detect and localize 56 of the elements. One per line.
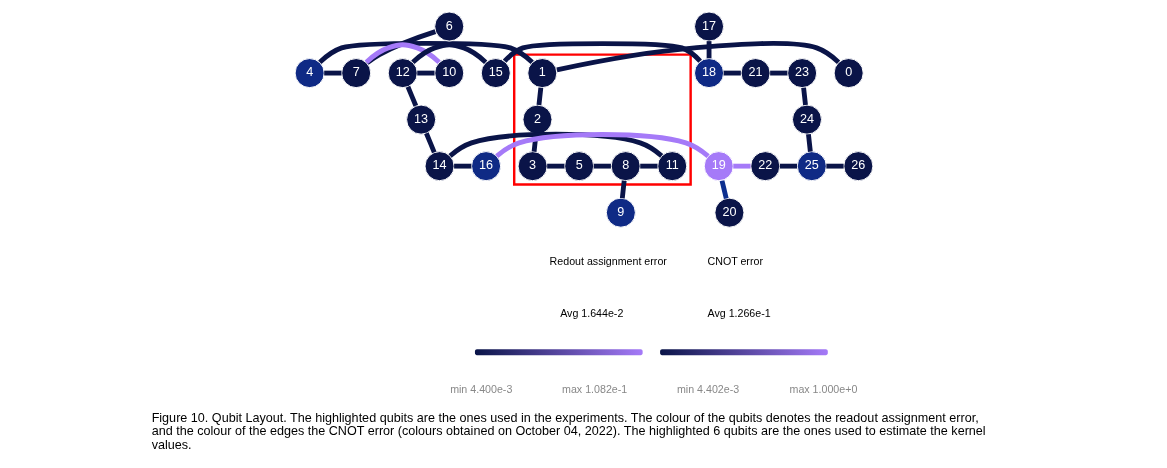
- node-circle: 11: [656, 151, 687, 182]
- node-circle: 8: [610, 151, 641, 182]
- node-circle: 7: [340, 58, 371, 89]
- connector: [423, 132, 436, 154]
- node-circle: 20: [713, 197, 744, 228]
- cluster: [512, 53, 692, 186]
- connector: [593, 163, 611, 169]
- node-circle: 0: [833, 58, 864, 89]
- caption: Figure 10. Qubit Layout. The highlighted qubits are the ones used in the experiments. The colour of the qubits denotes the readout assignment error, and the colour of the edges the CNOT error (colours obtained on October 04, 2022). The highlighted 6 qubits are the ones used to estimate the kernel values.: [151, 410, 986, 452]
- node-circle: 24: [791, 104, 822, 135]
- connector: [825, 163, 844, 169]
- node-circle: 15: [480, 58, 511, 89]
- node-circle: 13: [405, 104, 436, 135]
- connector: [364, 42, 441, 64]
- connector: [453, 163, 471, 169]
- label: CNOT error: [707, 254, 763, 267]
- connector: [405, 85, 418, 107]
- node-circle: 18: [693, 58, 724, 89]
- node-circle: 4: [294, 58, 325, 89]
- node-circle: 19: [703, 151, 734, 182]
- connector: [365, 29, 436, 65]
- connector: [546, 163, 564, 169]
- node-circle: 5: [563, 151, 594, 182]
- label: min 4.400e-3: [449, 382, 512, 395]
- label: max 1.000e+0: [789, 382, 857, 395]
- node-circle: 16: [470, 151, 501, 182]
- connector: [502, 41, 702, 63]
- node-circle: 12: [387, 58, 418, 89]
- label: Redout assignment error: [549, 254, 667, 267]
- label: min 4.402e-3: [676, 382, 739, 395]
- node-circle: 14: [424, 151, 455, 182]
- label: Avg 1.266e-1: [707, 307, 771, 320]
- label: max 1.082e-1: [561, 382, 627, 395]
- connector: [805, 133, 813, 152]
- node-circle: 3: [517, 151, 548, 182]
- connector: [719, 180, 729, 200]
- node-circle: 23: [786, 58, 817, 89]
- connector: [317, 40, 534, 64]
- label: Avg 1.644e-2: [559, 307, 623, 320]
- connector: [800, 87, 808, 106]
- node-circle: 10: [433, 58, 464, 89]
- connector: [639, 163, 657, 169]
- connector: [536, 87, 543, 106]
- connector: [779, 163, 797, 169]
- node-circle: 9: [605, 197, 636, 228]
- node-circle: 21: [740, 58, 771, 89]
- node-circle: 25: [796, 151, 827, 182]
- node-circle: 1: [526, 58, 557, 89]
- node-circle: 17: [693, 11, 724, 42]
- node-circle: 2: [521, 104, 552, 135]
- node-circle: 6: [433, 11, 464, 42]
- connector: [410, 42, 487, 64]
- node-circle: 22: [749, 151, 780, 182]
- node-circle: 26: [842, 151, 873, 182]
- connector: [619, 180, 627, 199]
- connector: [732, 163, 751, 169]
